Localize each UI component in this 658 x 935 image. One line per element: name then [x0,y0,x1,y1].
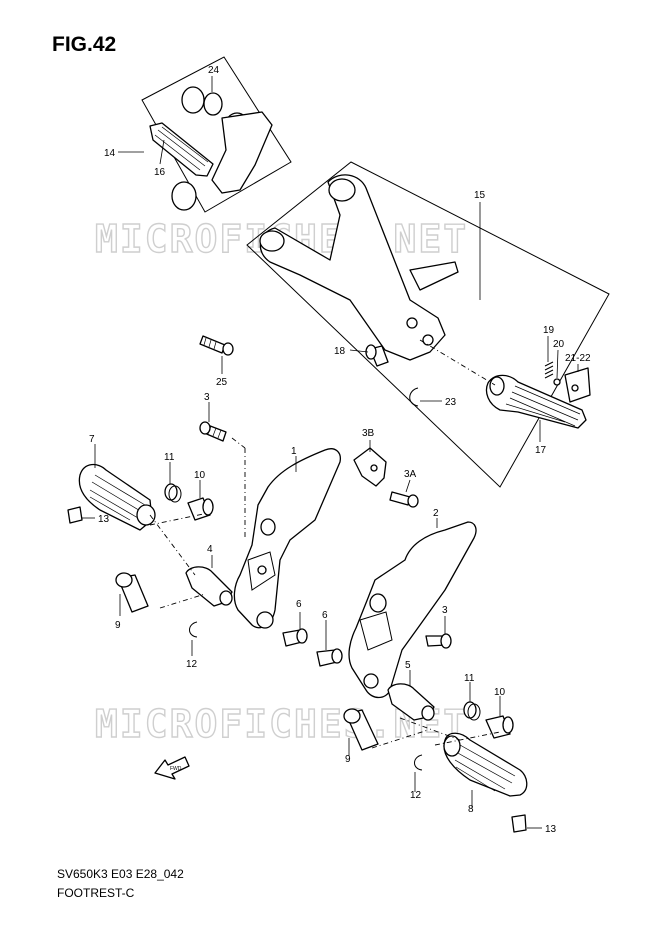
callout-4: 4 [207,544,213,555]
ball-10-right [485,715,514,739]
callout-12-right: 12 [410,790,422,801]
callout-15: 15 [474,190,486,201]
holder-5 [387,683,435,721]
callout-13-right: 13 [545,824,557,835]
inset-box-14 [141,56,292,213]
footrest-bracket-assembly-14 [149,86,273,211]
inset-box-15 [246,161,610,488]
bracket-3B [353,447,387,487]
leader-lines [82,76,579,829]
clip-12-right [414,754,423,771]
footpeg-7 [78,463,156,531]
forward-arrow-icon: FWD [154,756,190,780]
model-code: SV650K3 E03 E28_042 [57,867,184,881]
callout-20: 20 [553,339,565,350]
callout-10-right: 10 [494,687,506,698]
callout-17: 17 [535,445,547,456]
spring-11-right [463,701,481,721]
pin-9-right [343,708,379,751]
pin-9-left [115,572,149,613]
callout-9-right: 9 [345,754,351,765]
bolt-3-right [425,633,452,649]
callout-16: 16 [154,167,166,178]
callout-1: 1 [291,446,297,457]
callout-7: 7 [89,434,95,445]
holder-4 [185,566,233,607]
bolt-3A [389,491,419,508]
callout-3B: 3B [362,428,375,439]
callout-6-b: 6 [322,610,328,621]
callout-3-top: 3 [204,392,210,403]
callout-3A: 3A [404,469,417,480]
callout-8: 8 [468,804,474,815]
callout-11-right: 11 [464,673,475,684]
callout-6-a: 6 [296,599,302,610]
callout-18: 18 [334,346,346,357]
bracket-1 [233,448,341,629]
figure-name: FOOTREST-C [57,886,135,900]
callout-19: 19 [543,325,555,336]
figure-title: FIG.42 [52,33,117,56]
spring-11-left [164,483,182,503]
callout-10-left: 10 [194,470,206,481]
rear-bracket-assembly-15 [259,174,591,429]
callout-23: 23 [445,397,457,408]
callout-14: 14 [104,148,116,159]
bolt-3-top [199,421,227,442]
clip-12-left [189,621,198,638]
callout-13-left: 13 [98,514,110,525]
callout-3-right: 3 [442,605,448,616]
fwd-label: FWD [170,766,182,772]
callout-25: 25 [216,377,228,388]
callout-2: 2 [433,508,439,519]
callout-9-left: 9 [115,620,121,631]
bolt-25 [199,335,234,356]
footpeg-8 [443,732,528,797]
callout-12-left: 12 [186,659,198,670]
callout-21-22: 21-22 [565,353,591,364]
callout-5: 5 [405,660,411,671]
bolt-13-left [67,506,83,524]
bolt-13-right [511,814,527,833]
ball-10-left [187,497,214,521]
footpeg-17 [485,374,587,429]
callout-24: 24 [208,65,220,76]
bolt-6-b [316,648,343,667]
bolt-6-a [282,628,308,647]
bracket-2 [348,521,477,699]
callout-11-left: 11 [164,452,175,463]
